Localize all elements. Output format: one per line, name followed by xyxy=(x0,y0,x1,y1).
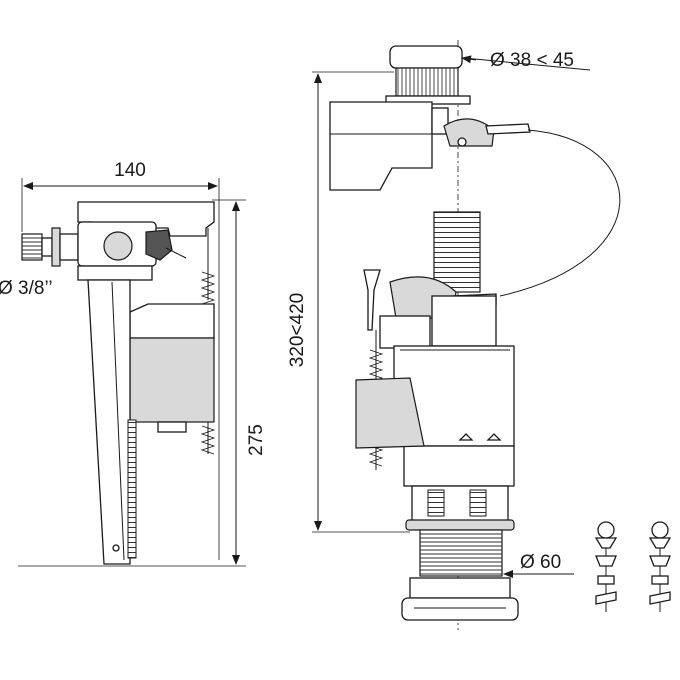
cage-rod-thread-lower xyxy=(368,445,384,467)
bolt-head-left xyxy=(597,521,615,539)
stem-pin xyxy=(112,544,120,552)
cable-end-fitting xyxy=(485,123,531,135)
inlet-flange xyxy=(51,227,61,267)
seal-ring xyxy=(405,519,515,531)
inlet-nut xyxy=(41,237,53,257)
button-diameter-label: Ø 38 < 45 xyxy=(490,50,574,71)
mounting-bolts xyxy=(594,521,672,612)
stem-inner-line xyxy=(111,281,125,561)
button-threaded-body xyxy=(395,67,459,97)
button-housing xyxy=(329,101,433,191)
float-arm xyxy=(165,247,187,259)
lock-nut-flange xyxy=(401,597,519,621)
push-button xyxy=(389,45,463,69)
body-lower-ring xyxy=(403,445,515,487)
bolt-washer-left xyxy=(594,537,618,549)
valve-collar xyxy=(77,265,153,281)
inlet-body xyxy=(59,233,79,261)
overflow-tube xyxy=(433,211,481,293)
valve-stem xyxy=(87,279,131,565)
width-label: 140 xyxy=(114,160,146,181)
stem-ratchet xyxy=(127,419,137,559)
button-diameter-leader xyxy=(463,57,591,71)
inlet-diameter-label: Ø 3/8’’ xyxy=(0,278,53,299)
body-marker-left xyxy=(458,433,474,441)
adjust-knob xyxy=(363,269,381,331)
mounting-bolt-left xyxy=(594,521,618,612)
bolt-seal-right xyxy=(649,555,671,567)
height-label: 275 xyxy=(246,424,267,456)
flush-valve: 320<420 Ø 38 < 45 xyxy=(287,40,621,630)
lock-nut xyxy=(409,577,511,599)
adjust-rod-thread xyxy=(200,271,216,305)
flush-float xyxy=(355,377,425,449)
bolt-wingnut-right xyxy=(649,591,671,605)
float-top xyxy=(129,303,215,339)
bolt-head-right xyxy=(651,521,669,539)
bolt-wingnut-left xyxy=(595,591,617,605)
bowden-cable xyxy=(499,129,621,297)
outlet-diameter-label: Ø 60 xyxy=(520,552,561,573)
fill-valve: 140 275 Ø 3/8’’ xyxy=(0,160,267,567)
body-marker-right xyxy=(486,433,502,441)
bolt-nut-left xyxy=(597,575,615,585)
cage-rod-thread-upper xyxy=(368,349,384,383)
threaded-inlet xyxy=(21,233,43,261)
float-body xyxy=(129,337,215,423)
bolt-nut-right xyxy=(651,575,669,585)
lever-pivot xyxy=(457,137,467,147)
cable-lever xyxy=(443,118,495,147)
valve-upper-body xyxy=(431,295,497,347)
lower-rod-thread xyxy=(200,425,216,455)
mounting-bolt-right xyxy=(648,521,672,612)
float-clip xyxy=(157,421,187,433)
float-arm-pivot xyxy=(145,229,173,261)
valve-cage xyxy=(379,315,431,349)
cage-slot-left xyxy=(427,489,445,517)
bottom-cage xyxy=(411,485,509,523)
cage-slot-right xyxy=(469,489,487,517)
flush-height-label: 320<420 xyxy=(287,293,308,368)
bolt-washer-right xyxy=(648,537,672,549)
bolt-seal-left xyxy=(595,555,617,567)
button-diameter-arrow xyxy=(461,55,477,64)
valve-diaphragm xyxy=(103,231,133,261)
threaded-outlet xyxy=(419,529,503,577)
